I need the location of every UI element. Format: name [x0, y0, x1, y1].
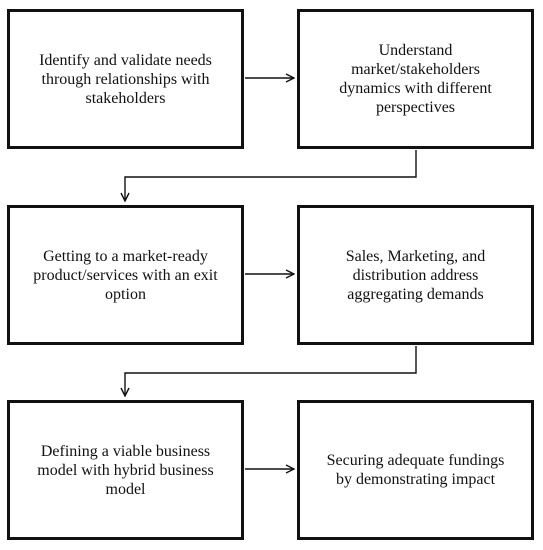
- step-box-6: Securing adequate fundings by demonstrat…: [297, 400, 534, 540]
- step-text-5: Defining a viable business model with hy…: [37, 442, 214, 498]
- step-text-6: Securing adequate fundings by demonstrat…: [326, 452, 505, 488]
- step-text-4: Sales, Marketing, and distribution addre…: [345, 247, 486, 303]
- step-text-3: Getting to a market-ready product/servic…: [33, 247, 218, 303]
- step-box-2: Understand market/stakeholders dynamics …: [297, 9, 534, 149]
- step-text-1: Identify and validate needs through rela…: [39, 51, 212, 107]
- arrow-box4-to-box5: [125, 346, 417, 396]
- step-box-1: Identify and validate needs through rela…: [7, 9, 244, 149]
- step-box-5: Defining a viable business model with hy…: [7, 400, 244, 540]
- step-box-3: Getting to a market-ready product/servic…: [7, 205, 244, 345]
- step-box-4: Sales, Marketing, and distribution addre…: [297, 205, 534, 345]
- arrow-box2-to-box3: [125, 150, 417, 201]
- step-text-2: Understand market/stakeholders dynamics …: [339, 42, 492, 116]
